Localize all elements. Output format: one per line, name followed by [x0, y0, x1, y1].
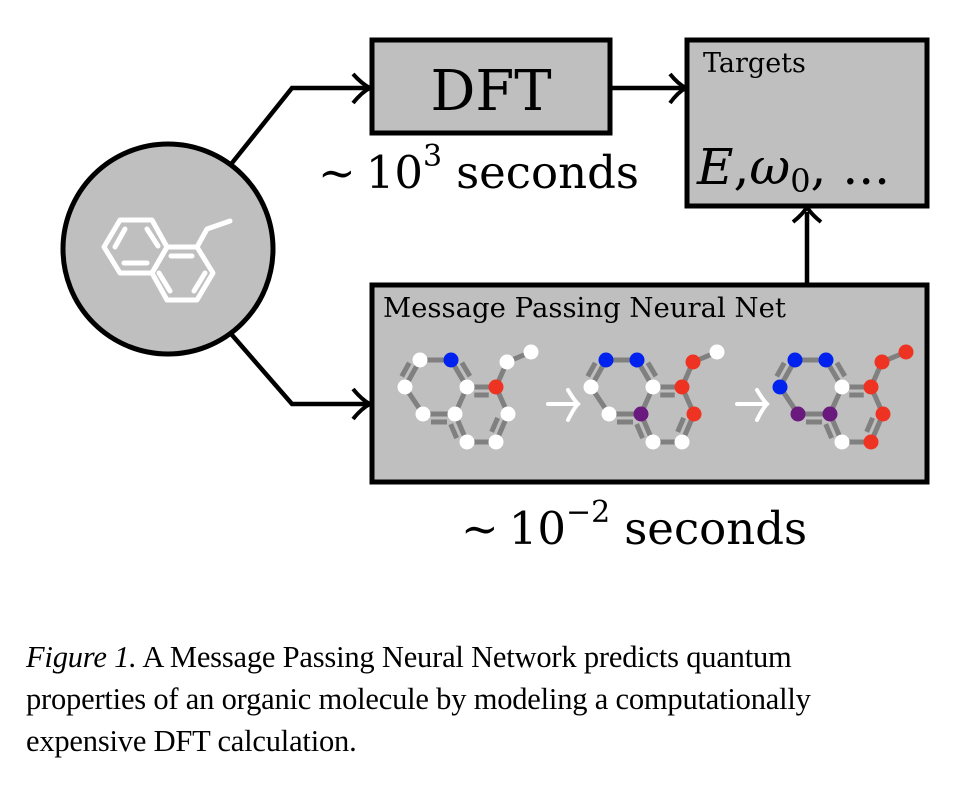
atom-node [459, 379, 475, 395]
atom-node [709, 344, 725, 360]
atom-node [874, 354, 890, 370]
atom-node [818, 352, 834, 368]
atom-node [459, 434, 475, 450]
connector-to-dft [230, 85, 368, 165]
atom-node [443, 352, 459, 368]
connector-to-mpnn [230, 333, 368, 407]
atom-node [601, 406, 617, 422]
atom-node [834, 434, 850, 450]
atom-node [863, 379, 879, 395]
atom-node [412, 352, 428, 368]
atom-node [499, 354, 515, 370]
caption-line-3: expensive DFT calculation. [26, 724, 357, 758]
atom-node [674, 434, 690, 450]
dft-label: DFT [430, 59, 551, 124]
atom-node [772, 379, 788, 395]
step-arrow-1 [546, 388, 581, 422]
atom-node [397, 379, 413, 395]
atom-node [629, 352, 645, 368]
caption-line-2: properties of an organic molecule by mod… [26, 682, 811, 716]
mpnn-title: Message Passing Neural Net [383, 292, 786, 324]
step-arrow-2 [735, 388, 770, 422]
targets-formula: E,ω0, ... [696, 138, 890, 200]
double-bond [834, 361, 848, 378]
figure-caption: Figure 1. A Message Passing Neural Netwo… [26, 636, 966, 762]
figure-label: Figure 1. [26, 640, 137, 674]
double-bond [634, 423, 645, 440]
atom-node [598, 352, 614, 368]
atom-node [488, 434, 504, 450]
atom-node [863, 434, 879, 450]
double-bond [448, 423, 459, 440]
atom-node [488, 379, 504, 395]
double-bond [489, 416, 500, 433]
dft-box [369, 37, 613, 136]
atom-node [787, 352, 803, 368]
atom-node [583, 379, 599, 395]
atom-node [415, 406, 431, 422]
atom-node [898, 344, 914, 360]
atom-node [674, 379, 690, 395]
double-bond [585, 361, 598, 378]
atom-node [686, 406, 702, 422]
atom-node [500, 406, 516, 422]
targets-title: Targets [703, 48, 806, 79]
atom-node [790, 406, 806, 422]
atom-node [633, 406, 649, 422]
double-bond [774, 361, 787, 378]
atom-node [875, 406, 891, 422]
double-bond [823, 423, 834, 440]
caption-line-1: A Message Passing Neural Network predict… [142, 640, 792, 674]
molecule-graph-step-1 [583, 344, 725, 450]
atom-node [645, 379, 661, 395]
double-bond [459, 361, 473, 378]
molecule-graph-step-0 [397, 344, 539, 450]
double-bond [399, 361, 412, 378]
double-bond [864, 416, 875, 433]
atom-node [685, 354, 701, 370]
atom-node [645, 434, 661, 450]
atom-node [447, 406, 463, 422]
targets-box [684, 37, 930, 209]
atom-node [822, 406, 838, 422]
atom-node [834, 379, 850, 395]
message-passing-steps [397, 344, 914, 450]
double-bond [675, 416, 686, 433]
molecule-graph-step-2 [772, 344, 914, 450]
input-molecule-icon [101, 217, 233, 303]
double-bond [645, 361, 659, 378]
atom-node [523, 344, 539, 360]
